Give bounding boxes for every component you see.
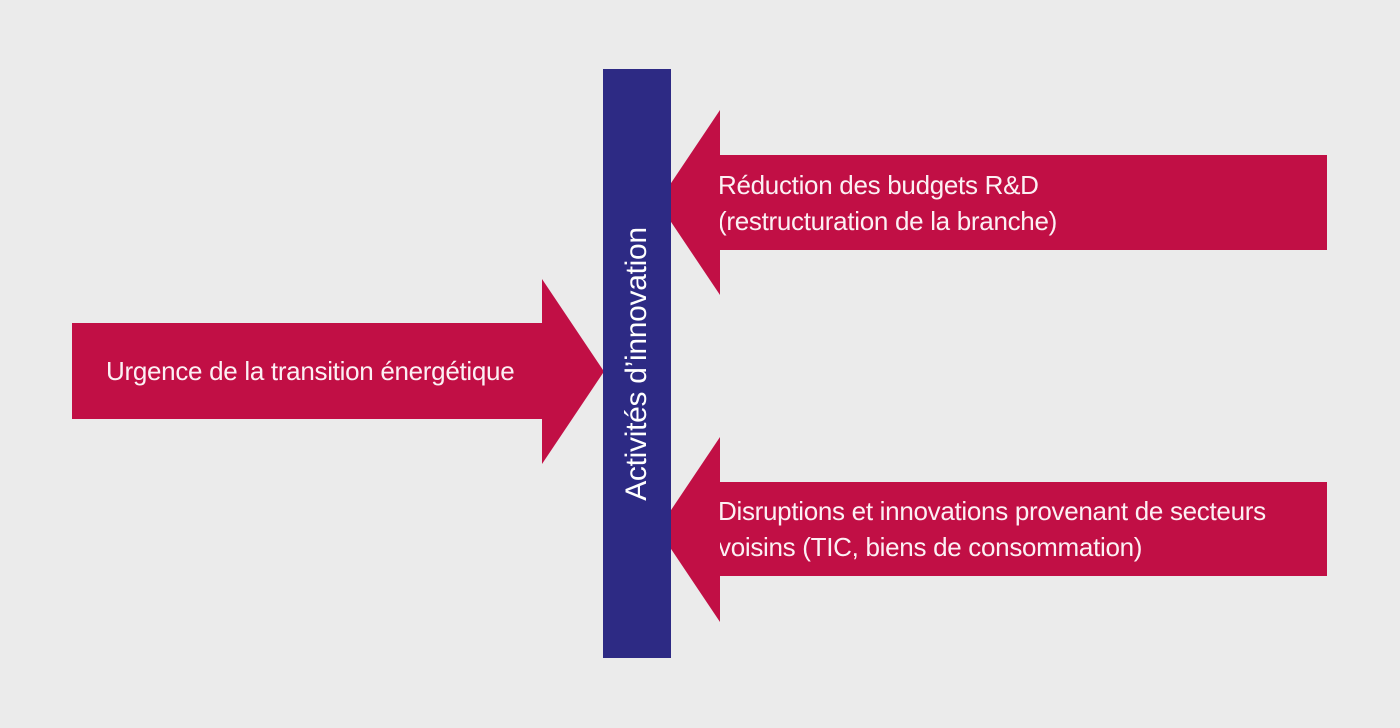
- bottom-right-arrow-body: Disruptions et innovations provenant de …: [718, 482, 1327, 576]
- innovation-activities-bar: Activités d’innovation: [603, 69, 671, 658]
- bottom-right-arrow-label-line1: Disruptions et innovations provenant de …: [718, 496, 1266, 526]
- left-arrow-label: Urgence de la transition énergétique: [106, 356, 515, 386]
- bottom-right-arrow-label-line2: voisins (TIC, biens de consommation): [718, 532, 1143, 562]
- bottom-right-arrow-label: Disruptions et innovations provenant de …: [718, 493, 1266, 565]
- left-arrow-head: [542, 279, 604, 464]
- top-right-arrow-label: Réduction des budgets R&D (restructurati…: [718, 167, 1057, 239]
- top-right-arrow-body: Réduction des budgets R&D (restructurati…: [718, 155, 1327, 250]
- left-arrow-body: Urgence de la transition énergétique: [72, 323, 542, 419]
- top-right-arrow-label-line1: Réduction des budgets R&D: [718, 169, 1039, 200]
- top-right-arrow-label-line2: (restructuration de la branche): [718, 205, 1057, 236]
- innovation-activities-bar-label: Activités d’innovation: [620, 226, 653, 501]
